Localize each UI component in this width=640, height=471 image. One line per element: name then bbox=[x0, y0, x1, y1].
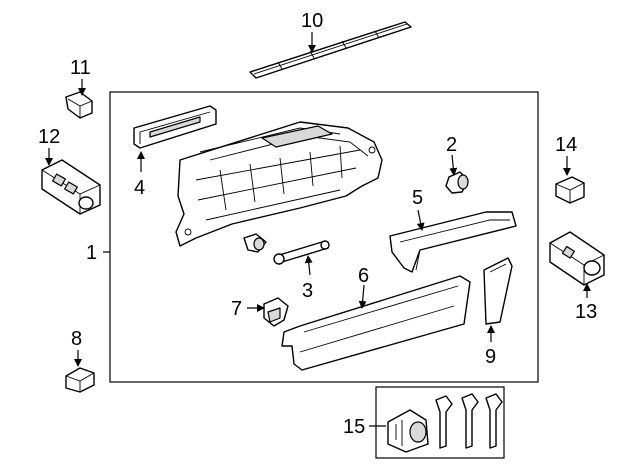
callout-14: 14 bbox=[555, 134, 577, 156]
part-10-molding[interactable] bbox=[249, 21, 412, 79]
callout-5: 5 bbox=[412, 187, 423, 209]
bumper-small[interactable] bbox=[243, 233, 267, 253]
part-5-panel[interactable] bbox=[389, 211, 517, 273]
callout-9: 9 bbox=[485, 346, 496, 368]
callout-11: 11 bbox=[70, 57, 91, 79]
part-9-trim[interactable] bbox=[483, 257, 513, 325]
kit-frame bbox=[375, 386, 505, 459]
part-8-clip[interactable] bbox=[65, 367, 95, 393]
callout-6: 6 bbox=[358, 265, 369, 287]
leader-5 bbox=[416, 209, 425, 231]
part-15-lock-kit[interactable] bbox=[387, 393, 503, 453]
part-1-frame[interactable] bbox=[175, 121, 383, 247]
callout-7: 7 bbox=[231, 298, 242, 320]
callout-8: 8 bbox=[71, 328, 82, 350]
callout-10: 10 bbox=[301, 10, 323, 32]
leader-3 bbox=[304, 255, 313, 276]
callout-1: 1 bbox=[86, 242, 97, 264]
part-12-switch[interactable] bbox=[41, 159, 101, 215]
assembly-frame bbox=[109, 91, 539, 383]
part-13-switch[interactable] bbox=[549, 231, 605, 286]
part-2-bumper[interactable] bbox=[445, 171, 469, 194]
leader-2 bbox=[449, 154, 458, 176]
part-11-clip[interactable] bbox=[65, 91, 93, 119]
callout-4: 4 bbox=[134, 177, 145, 199]
part-3-damper[interactable] bbox=[273, 240, 330, 265]
callout-3: 3 bbox=[302, 280, 313, 302]
part-6-door[interactable] bbox=[281, 275, 471, 371]
part-7-latch[interactable] bbox=[263, 297, 289, 327]
callout-13: 13 bbox=[575, 301, 597, 323]
part-14-clip[interactable] bbox=[555, 176, 585, 204]
part-4-bracket[interactable] bbox=[133, 105, 217, 149]
callout-12: 12 bbox=[38, 126, 60, 148]
callout-2: 2 bbox=[446, 134, 457, 156]
callout-15: 15 bbox=[343, 416, 365, 438]
leader-6 bbox=[358, 284, 367, 309]
